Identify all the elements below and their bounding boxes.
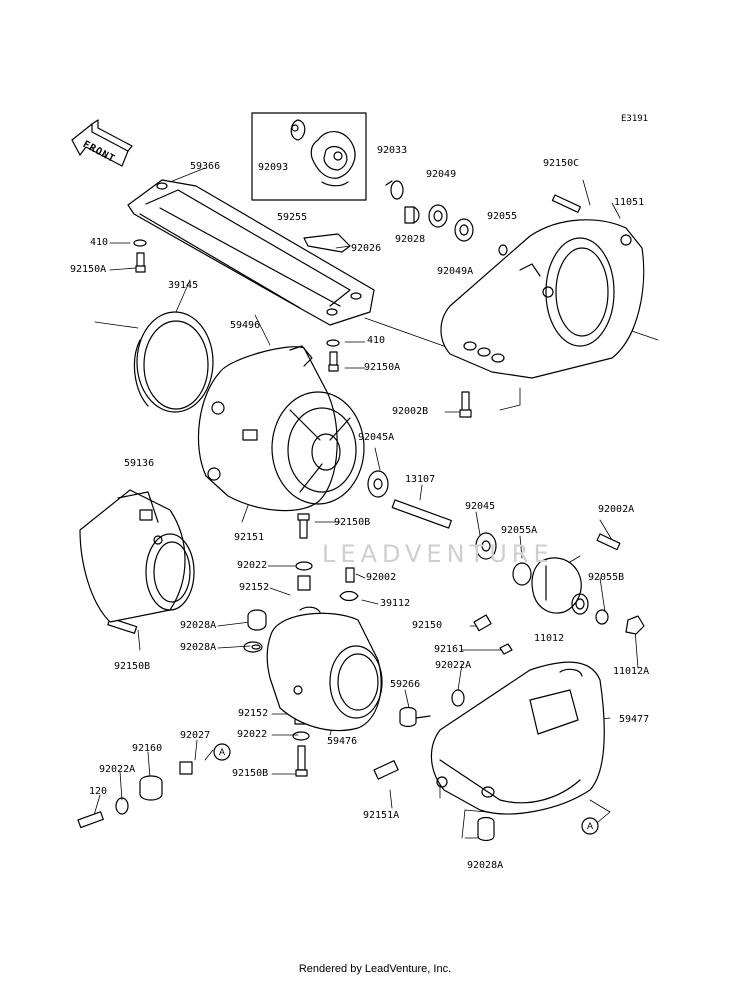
part-label[interactable]: 410 <box>90 237 109 248</box>
callout-circles <box>213 743 599 835</box>
part-label[interactable]: 92049A <box>437 266 474 277</box>
part-label[interactable]: 92055 <box>487 211 518 222</box>
part-label[interactable]: 92022A <box>99 764 136 775</box>
diagram-code: E3191 <box>621 114 649 124</box>
callout-letter-a-left: A <box>218 747 225 757</box>
part-label[interactable]: 92093 <box>258 162 289 173</box>
part-label[interactable]: 92002A <box>598 504 635 515</box>
watermark: LEADVENTURE <box>322 540 554 568</box>
callout-letter-a-right: A <box>586 821 593 831</box>
part-label[interactable]: 39112 <box>380 598 411 609</box>
part-label[interactable]: 92022A <box>435 660 472 671</box>
pump-case <box>197 345 365 512</box>
part-label[interactable]: 59136 <box>124 458 155 469</box>
part-label[interactable]: 92045A <box>358 432 395 443</box>
part-label[interactable]: 120 <box>89 786 108 797</box>
part-label[interactable]: 92055B <box>588 572 625 583</box>
ride-plate <box>127 179 375 326</box>
impeller-group-box <box>251 112 367 201</box>
part-label[interactable]: 92033 <box>377 145 408 156</box>
reverse-bucket <box>430 661 605 815</box>
part-label[interactable]: 92022 <box>237 560 268 571</box>
part-label[interactable]: 92055A <box>501 525 538 536</box>
part-label[interactable]: 59476 <box>327 736 358 747</box>
part-label[interactable]: 92150A <box>70 264 107 275</box>
footer-credit: Rendered by LeadVenture, Inc. <box>298 963 452 975</box>
part-label[interactable]: 92151A <box>363 810 400 821</box>
pump-mount-frame <box>440 219 645 379</box>
leader-lines <box>91 167 659 839</box>
part-label[interactable]: 92002 <box>366 572 397 583</box>
part-label[interactable]: 59477 <box>619 714 650 725</box>
part-label[interactable]: 92027 <box>180 730 211 741</box>
steering-nozzle <box>266 606 383 732</box>
part-label[interactable]: 92161 <box>434 644 465 655</box>
part-label[interactable]: 92028A <box>180 642 217 653</box>
seal-and-bearing-parts <box>385 180 508 256</box>
part-label[interactable]: 92152 <box>238 708 269 719</box>
part-label[interactable]: 11012 <box>534 633 565 644</box>
part-label[interactable]: 11012A <box>613 666 650 677</box>
part-label[interactable]: 92152 <box>239 582 270 593</box>
part-label[interactable]: 92022 <box>237 729 268 740</box>
pump-ring <box>133 311 214 413</box>
part-label[interactable]: 410 <box>367 335 386 346</box>
part-label[interactable]: 92150C <box>543 158 580 169</box>
part-label[interactable]: 92049 <box>426 169 457 180</box>
part-label[interactable]: 11051 <box>614 197 645 208</box>
part-label[interactable]: 59366 <box>190 161 221 172</box>
part-label[interactable]: 92150B <box>334 517 371 528</box>
part-label[interactable]: 59496 <box>230 320 261 331</box>
part-label[interactable]: 59266 <box>390 679 421 690</box>
part-label[interactable]: 92151 <box>234 532 265 543</box>
part-label[interactable]: 92150A <box>364 362 401 373</box>
part-label[interactable]: 39145 <box>168 280 199 291</box>
pump-cap <box>531 557 589 615</box>
part-label[interactable]: 92028A <box>467 860 504 871</box>
part-label[interactable]: 92028A <box>180 620 217 631</box>
part-label[interactable]: 92026 <box>351 243 382 254</box>
nozzle-housing <box>79 489 195 623</box>
part-label[interactable]: 92045 <box>465 501 496 512</box>
part-label[interactable]: 92160 <box>132 743 163 754</box>
part-label[interactable]: 13107 <box>405 474 436 485</box>
part-label[interactable]: 92002B <box>392 406 429 417</box>
part-label[interactable]: 92150B <box>232 768 269 779</box>
part-label[interactable]: 59255 <box>277 212 308 223</box>
part-label[interactable]: 92150 <box>412 620 443 631</box>
part-label[interactable]: 92028 <box>395 234 426 245</box>
part-label[interactable]: 92150B <box>114 661 151 672</box>
front-arrow-icon <box>71 119 133 167</box>
